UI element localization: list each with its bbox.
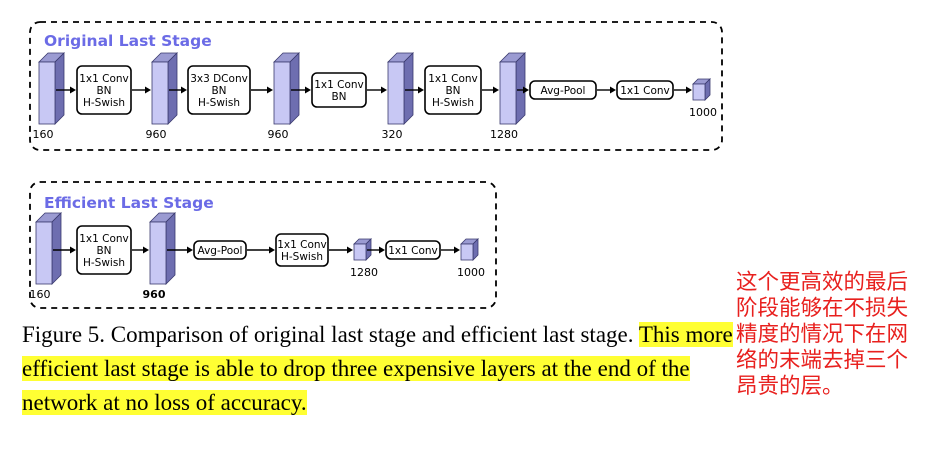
original-layer-4-tensor-label: 960 — [268, 128, 289, 141]
efficient-layer-4-op-text-1: H-Swish — [281, 251, 323, 263]
efficient-layer-2-tensor — [149, 221, 167, 285]
original-layer-9-op-text-0: Avg-Pool — [541, 85, 586, 97]
efficient-layer-6-op — [385, 240, 441, 260]
original-layer-1-op-text-0: 1x1 Conv — [79, 73, 129, 85]
efficient-layer-4-op-text-0: 1x1 Conv — [277, 239, 327, 251]
original-layer-5-op — [311, 72, 367, 108]
original-layer-5-op-text-1: BN — [331, 91, 346, 103]
efficient-arrow-3-head — [269, 246, 275, 254]
efficient-arrow-0-head — [70, 246, 76, 254]
original-layer-3-op-text-2: H-Swish — [198, 97, 240, 109]
original-layer-1-op — [76, 65, 132, 115]
original-layer-8-tensor-label: 1280 — [490, 128, 518, 141]
efficient-layer-7-vector-label: 1000 — [457, 266, 485, 279]
original-layer-2-tensor-label: 960 — [146, 128, 167, 141]
efficient-arrow-4-head — [347, 246, 353, 254]
efficient-layer-1-op-text-1: BN — [96, 245, 111, 257]
original-layer-6-tensor-label: 320 — [382, 128, 403, 141]
original-layer-11-vector — [692, 83, 706, 101]
original-arrow-9-head — [610, 86, 616, 94]
efficient-layer-0-tensor-side — [51, 212, 62, 285]
efficient-layer-1-op — [76, 225, 132, 275]
efficient-arrow-6-head — [454, 246, 460, 254]
efficient-layer-2-tensor-side — [165, 212, 176, 285]
efficient-arrow-5-head — [379, 246, 385, 254]
original-arrow-6-head — [418, 86, 424, 94]
original-layer-0-tensor — [38, 61, 56, 125]
original-layer-7-op-text-1: BN — [445, 85, 460, 97]
original-layer-5-op-text-0: 1x1 Conv — [314, 79, 364, 91]
original-layer-10-op-text-0: 1x1 Conv — [620, 85, 670, 97]
original-arrow-10-head — [686, 86, 692, 94]
original-layer-3-op-text-1: BN — [211, 85, 226, 97]
panel-title-efficient: Efficient Last Stage — [44, 194, 214, 212]
efficient-layer-1-op-text-0: 1x1 Conv — [79, 233, 129, 245]
original-layer-4-tensor — [273, 61, 291, 125]
original-layer-3-op — [187, 65, 251, 115]
original-layer-4-tensor-side — [289, 52, 300, 125]
original-layer-9-op — [529, 80, 597, 100]
original-layer-1-op-text-2: H-Swish — [83, 97, 125, 109]
efficient-arrow-1-head — [143, 246, 149, 254]
panel-title-original: Original Last Stage — [44, 32, 212, 50]
original-arrow-0-head — [70, 86, 76, 94]
original-arrow-4-head — [305, 86, 311, 94]
panel-frame-efficient — [29, 181, 497, 309]
efficient-layer-0-tensor-label: 160 — [30, 288, 51, 301]
panel-frame-original — [29, 21, 723, 151]
original-arrow-3-head — [267, 86, 273, 94]
original-layer-3-op-text-0: 3x3 DConv — [190, 73, 248, 85]
original-layer-6-tensor — [387, 61, 405, 125]
original-layer-7-op-text-2: H-Swish — [432, 97, 474, 109]
efficient-layer-3-op-text-0: Avg-Pool — [198, 245, 243, 257]
original-arrow-1-head — [145, 86, 151, 94]
original-layer-6-tensor-side — [403, 52, 414, 125]
original-layer-2-tensor-side — [167, 52, 178, 125]
original-arrow-5-head — [381, 86, 387, 94]
original-layer-10-op — [616, 80, 674, 100]
efficient-layer-5-vector-label: 1280 — [350, 266, 378, 279]
original-layer-11-vector-label: 1000 — [689, 106, 717, 119]
efficient-layer-2-tensor-label: 960 — [143, 288, 166, 301]
original-layer-7-op — [424, 65, 482, 115]
efficient-layer-1-op-text-2: H-Swish — [83, 257, 125, 269]
figure-caption: Figure 5. Comparison of original last st… — [22, 318, 734, 420]
efficient-layer-6-op-text-0: 1x1 Conv — [388, 245, 438, 257]
efficient-layer-4-op — [275, 233, 329, 267]
chinese-annotation: 这个更高效的最后阶段能够在不损失精度的情况下在网络的末端去掉三个昂贵的层。 — [736, 270, 909, 399]
original-layer-7-op-text-0: 1x1 Conv — [428, 73, 478, 85]
efficient-layer-5-vector — [353, 243, 367, 261]
caption-line: Figure 5. Comparison of original last st… — [22, 322, 634, 347]
efficient-arrow-2-head — [187, 246, 193, 254]
original-layer-2-tensor — [151, 61, 169, 125]
efficient-layer-7-vector — [460, 243, 474, 261]
original-arrow-2-head — [181, 86, 187, 94]
original-arrow-8-head — [523, 86, 529, 94]
original-layer-0-tensor-side — [54, 52, 65, 125]
efficient-layer-0-tensor — [35, 221, 53, 285]
original-arrow-7-head — [493, 86, 499, 94]
original-layer-8-tensor — [499, 61, 517, 125]
original-layer-0-tensor-label: 160 — [33, 128, 54, 141]
efficient-layer-3-op — [193, 240, 247, 260]
original-layer-1-op-text-1: BN — [96, 85, 111, 97]
